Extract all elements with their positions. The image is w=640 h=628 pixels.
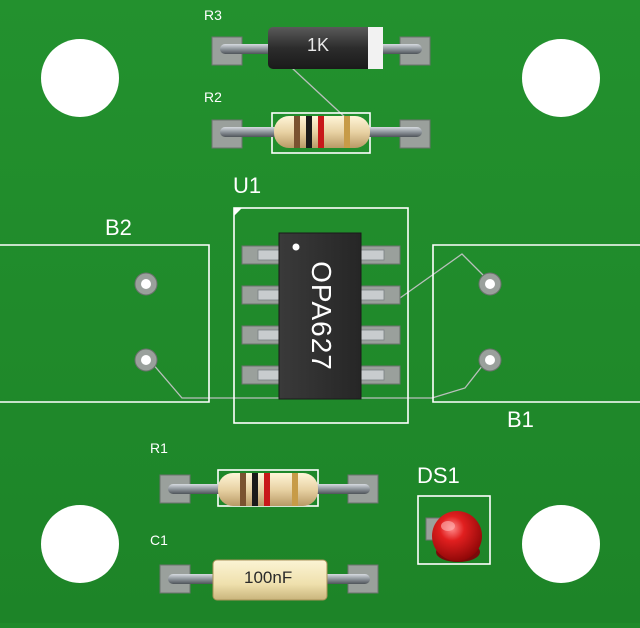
r3-marking: 1K xyxy=(307,35,330,55)
color-band xyxy=(344,116,350,148)
r1-designator: R1 xyxy=(150,440,168,456)
r3-designator: R3 xyxy=(204,7,222,23)
color-band xyxy=(292,473,298,506)
lead xyxy=(168,574,220,584)
drill-hole xyxy=(141,355,151,365)
lead xyxy=(220,44,280,54)
b2-designator: B2 xyxy=(105,215,132,240)
component-r3 xyxy=(211,27,431,69)
component-c1 xyxy=(159,559,379,601)
b1-designator: B1 xyxy=(507,407,534,432)
chip-body xyxy=(278,232,362,400)
u1-designator: U1 xyxy=(233,173,262,198)
mounting-holes xyxy=(41,39,600,583)
lead xyxy=(306,484,370,494)
mounting-hole xyxy=(41,505,119,583)
r2-designator: R2 xyxy=(204,89,222,105)
component-ds1 xyxy=(425,511,482,562)
u1-pins xyxy=(257,249,385,381)
lead xyxy=(168,484,230,494)
capacitor-body xyxy=(212,559,328,601)
color-band xyxy=(252,473,258,506)
cathode-band xyxy=(368,27,383,69)
drill-hole xyxy=(485,355,495,365)
color-band xyxy=(294,116,300,148)
diode-body xyxy=(268,27,383,69)
lead xyxy=(220,127,285,137)
c1-designator: C1 xyxy=(150,532,168,548)
component-r1 xyxy=(159,473,379,506)
ds1-designator: DS1 xyxy=(417,463,460,488)
connector-pads xyxy=(134,272,502,372)
drill-hole xyxy=(485,279,495,289)
color-band xyxy=(306,116,312,148)
led-dome xyxy=(432,511,482,561)
drill-hole xyxy=(141,279,151,289)
color-band xyxy=(240,473,246,506)
component-r2 xyxy=(211,116,431,149)
lead xyxy=(322,574,370,584)
pin1-marker xyxy=(234,208,242,216)
color-band xyxy=(318,116,324,148)
lead xyxy=(360,127,422,137)
led-highlight xyxy=(441,521,455,531)
mounting-hole xyxy=(41,39,119,117)
pin1-dot xyxy=(292,243,300,251)
color-band xyxy=(264,473,270,506)
mounting-hole xyxy=(522,505,600,583)
c1-marking: 100nF xyxy=(244,568,293,587)
mounting-hole xyxy=(522,39,600,117)
